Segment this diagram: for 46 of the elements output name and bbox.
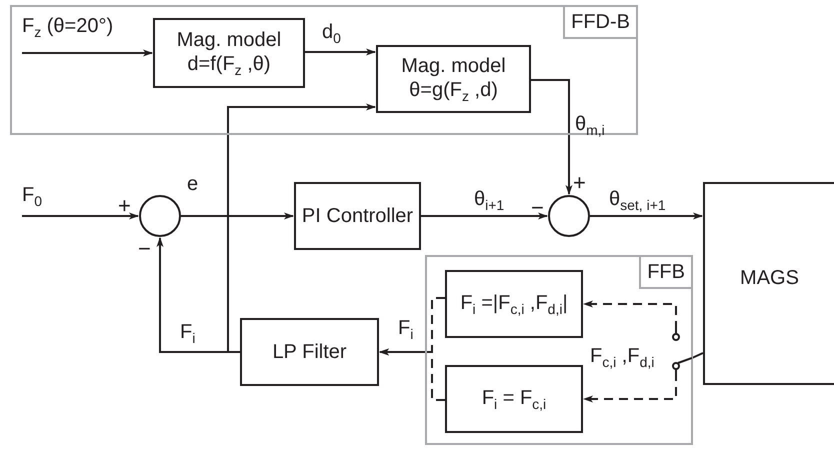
edge-label: F$_{z}$ (θ=20°)	[22, 14, 114, 41]
arrow	[22, 50, 153, 56]
summing-junction	[548, 195, 590, 237]
summing-junction	[139, 195, 181, 237]
sign-label: +	[118, 193, 131, 220]
sign-label: −	[531, 195, 544, 222]
arrow	[181, 212, 294, 220]
block-text: F$_{i}$ = F$_{c,i}$	[482, 386, 546, 412]
process-block	[153, 18, 305, 88]
process-block	[240, 318, 379, 386]
edge-label: θ$_{set, i+1}$	[609, 187, 666, 214]
arrow	[22, 212, 139, 220]
edge-label: d$_{0}$	[322, 20, 341, 47]
sign-label: −	[138, 236, 151, 262]
arrow	[305, 48, 376, 56]
arrow	[227, 104, 376, 353]
edge-label: F$_{i}$	[398, 316, 414, 343]
edge-label: F$_{i}$	[180, 320, 196, 347]
block-text: Mag. model θ=g(F$_{z}$ ,d)	[400, 54, 507, 104]
process-block	[445, 270, 583, 338]
signal-label: F$_{c,i}$ ,F$_{d,i}$	[590, 344, 654, 371]
switch-drawing	[670, 330, 692, 372]
edge-label: F$_{0}$	[22, 183, 42, 210]
dashed-arrow	[583, 300, 677, 330]
plant-block	[703, 182, 834, 385]
block-text: PI Controller	[302, 204, 414, 228]
arrow	[421, 212, 548, 220]
arrow	[590, 212, 703, 220]
arrow	[531, 79, 572, 195]
dashed-arrow	[583, 372, 677, 402]
edge-label: e	[187, 172, 198, 196]
group-label: FFD-B	[563, 5, 638, 39]
block-text: LP Filter	[272, 340, 347, 364]
dashed-arrow	[379, 348, 445, 401]
edge-label: θ$_{i+1}$	[474, 187, 504, 214]
edge-label: θ$_{m,i}$	[575, 112, 605, 139]
group-label: FFB	[639, 255, 693, 289]
block-text: MAGS	[740, 266, 799, 290]
group-frame	[425, 255, 693, 445]
process-block	[376, 45, 531, 113]
sign-label: +	[573, 170, 586, 196]
process-block	[445, 365, 583, 433]
process-block	[294, 182, 421, 250]
block-text: Mag. model d=f(F$_{z}$ ,θ)	[176, 28, 282, 78]
block-text: F$_{i}$ =|F$_{c,i}$ ,F$_{d,i}$|	[460, 290, 568, 318]
group-frame	[10, 5, 638, 135]
